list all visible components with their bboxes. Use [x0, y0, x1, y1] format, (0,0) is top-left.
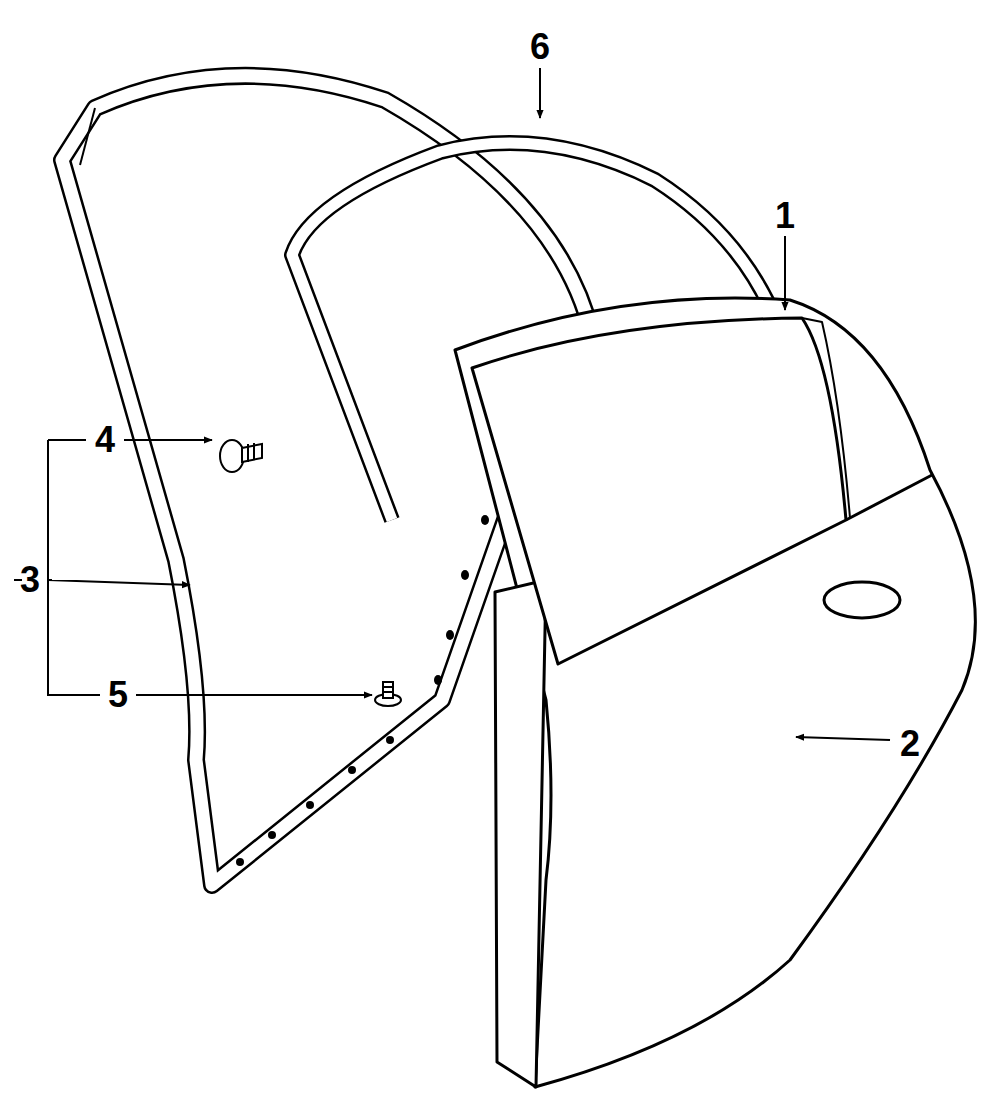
callout-number: 3 [20, 562, 40, 598]
callout-number: 5 [108, 677, 128, 713]
callout-number: 2 [900, 726, 920, 762]
callout-number: 1 [775, 198, 795, 234]
rear-door [455, 298, 975, 1087]
leader-lines [14, 68, 890, 740]
callout-number: 6 [530, 29, 550, 65]
callout-number: 4 [95, 422, 115, 458]
fasteners [220, 440, 401, 706]
